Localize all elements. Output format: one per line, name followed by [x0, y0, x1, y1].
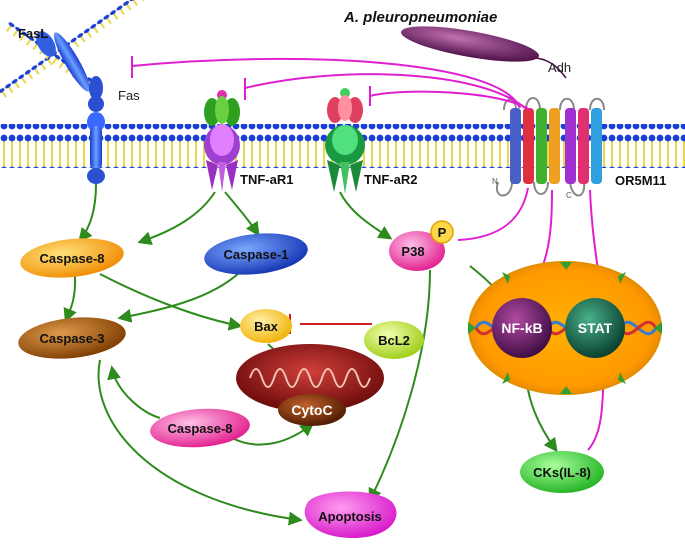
label-fas: Fas — [118, 88, 140, 103]
label-adh: Adh — [548, 60, 571, 75]
mitochondrion-icon — [236, 344, 384, 412]
node-caspase-8-top: Caspase-8 — [20, 238, 124, 278]
phospho-badge: P — [438, 225, 447, 240]
label-fasl: FasL — [18, 26, 48, 41]
tnf-ar2-receptor-icon — [325, 88, 365, 194]
node-apoptosis: Apoptosis — [304, 491, 397, 538]
node-nf-kb: NF-kB — [492, 298, 552, 358]
inhibition-lines — [131, 56, 606, 451]
fas-receptor-icon — [36, 31, 105, 184]
node-cks-il8: CKs(IL-8) — [520, 451, 604, 493]
node-cytoc: CytoC — [278, 394, 346, 426]
svg-text:P38: P38 — [401, 244, 424, 259]
svg-text:Caspase-8: Caspase-8 — [39, 251, 104, 266]
or5m11-receptor-icon — [495, 97, 605, 197]
label-n-terminus: N — [492, 177, 498, 186]
svg-text:Apoptosis: Apoptosis — [318, 509, 382, 524]
svg-text:Caspase-3: Caspase-3 — [39, 331, 104, 346]
svg-text:Caspase-1: Caspase-1 — [223, 247, 288, 262]
label-or5m11: OR5M11 — [615, 173, 666, 188]
label-c-terminus: C — [566, 191, 572, 200]
node-caspase-3: Caspase-3 — [18, 317, 126, 359]
svg-text:BcL2: BcL2 — [378, 333, 410, 348]
svg-text:CytoC: CytoC — [291, 402, 332, 418]
node-p38: P38 P — [389, 220, 454, 271]
svg-text:Caspase-8: Caspase-8 — [167, 421, 232, 436]
node-caspase-8-bottom: Caspase-8 — [150, 408, 250, 448]
svg-text:NF-kB: NF-kB — [501, 320, 542, 336]
tnf-ar1-receptor-icon — [204, 90, 240, 192]
node-stat: STAT — [565, 298, 625, 358]
svg-text:CKs(IL-8): CKs(IL-8) — [533, 465, 591, 480]
svg-text:Bax: Bax — [254, 319, 279, 334]
activation-arrows — [63, 183, 558, 526]
svg-text:STAT: STAT — [578, 320, 613, 336]
bacterium-icon — [401, 26, 567, 79]
label-tnf-ar1: TNF-aR1 — [240, 172, 293, 187]
label-tnf-ar2: TNF-aR2 — [364, 172, 417, 187]
node-bax: Bax — [240, 309, 292, 343]
label-organism: A. pleuropneumoniae — [343, 9, 497, 26]
node-bcl2: BcL2 — [364, 321, 424, 359]
node-caspase-1: Caspase-1 — [204, 233, 308, 275]
